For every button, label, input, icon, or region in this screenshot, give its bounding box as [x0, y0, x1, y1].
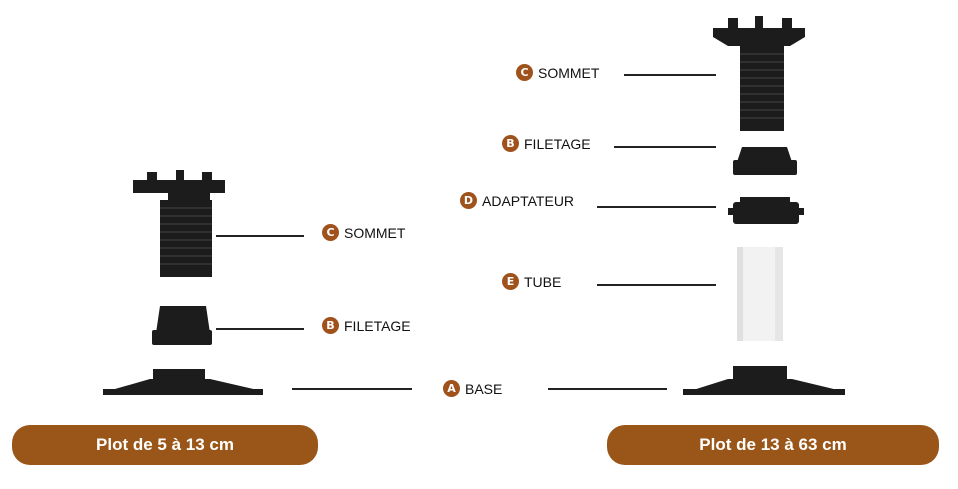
- label-right-adaptateur: D ADAPTATEUR: [460, 192, 574, 209]
- right-pedestal: [683, 16, 845, 395]
- left-filetage-part: [152, 306, 212, 345]
- right-tube-part: [737, 247, 783, 341]
- right-filetage-part: [733, 147, 797, 175]
- caption-right: Plot de 13 à 63 cm: [607, 425, 939, 465]
- label-right-tube: E TUBE: [502, 273, 561, 290]
- left-sommet-threads: [160, 207, 212, 265]
- leader-lines: [216, 74, 716, 390]
- label-text: BASE: [465, 380, 503, 397]
- badge-e: E: [502, 273, 519, 290]
- right-sommet-threads: [740, 53, 784, 119]
- badge-d: D: [460, 192, 477, 209]
- left-base-part: [103, 369, 263, 395]
- label-right-filetage: B FILETAGE: [502, 135, 591, 152]
- label-text: ADAPTATEUR: [482, 192, 575, 209]
- right-adaptateur-part: [728, 197, 804, 224]
- label-text: FILETAGE: [344, 317, 411, 334]
- right-sommet-part: [713, 16, 805, 131]
- badge-a: A: [443, 380, 460, 397]
- badge-c: C: [516, 64, 533, 81]
- label-text: TUBE: [524, 273, 562, 290]
- right-base-part: [683, 366, 845, 395]
- label-base: A BASE: [443, 380, 502, 397]
- badge-b: B: [322, 317, 339, 334]
- left-pedestal: [103, 170, 263, 395]
- badge-c: C: [322, 224, 339, 241]
- label-text: SOMMET: [344, 224, 406, 241]
- label-left-filetage: B FILETAGE: [322, 317, 411, 334]
- caption-left: Plot de 5 à 13 cm: [12, 425, 318, 465]
- label-text: SOMMET: [538, 64, 600, 81]
- badge-b: B: [502, 135, 519, 152]
- label-text: FILETAGE: [524, 135, 591, 152]
- label-right-sommet: C SOMMET: [516, 64, 599, 81]
- label-left-sommet: C SOMMET: [322, 224, 405, 241]
